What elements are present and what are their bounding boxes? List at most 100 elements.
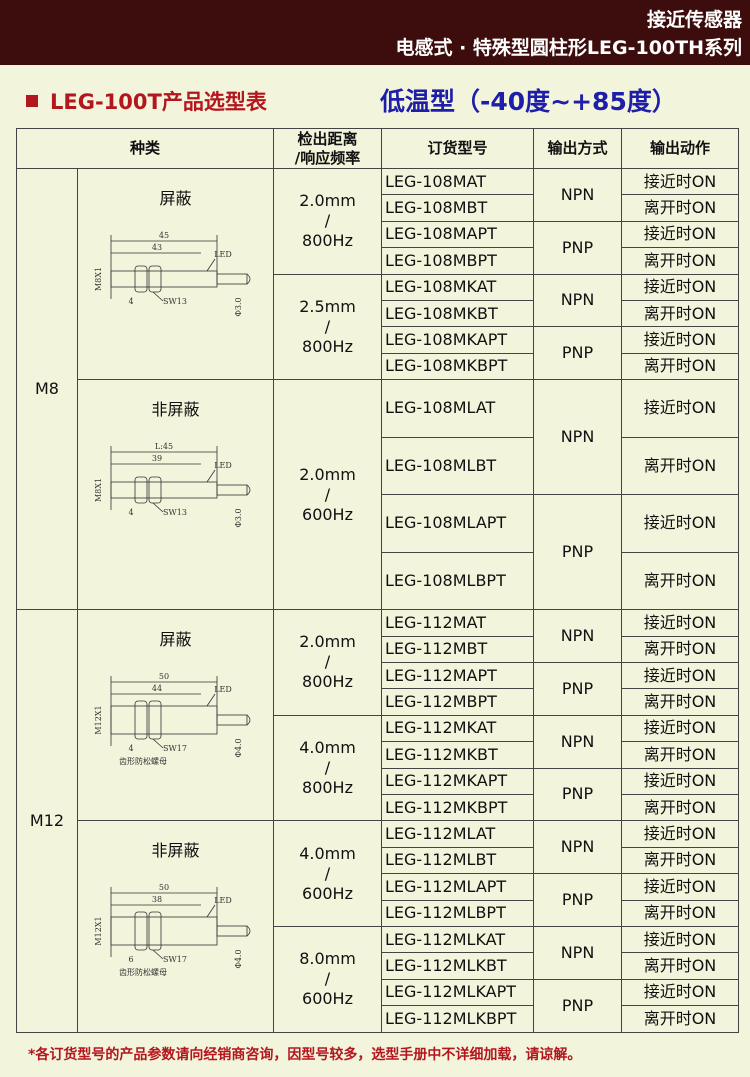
distance-text: 2.0mm xyxy=(299,632,356,652)
wrench-leader xyxy=(152,502,163,513)
model-cell: LEG-108MBT xyxy=(381,194,534,222)
distance-text: 4.0mm xyxy=(299,738,356,758)
dimension-total-text: 50 xyxy=(158,883,168,892)
output-cell: PNP xyxy=(533,873,622,927)
action-cell: 离开时ON xyxy=(621,741,739,769)
dimension-total-text: 50 xyxy=(158,672,168,681)
nut-shape xyxy=(148,700,161,740)
action-cell: 离开时ON xyxy=(621,952,739,980)
wrench-size-label: SW17 xyxy=(163,744,187,753)
action-cell: 接近时ON xyxy=(621,820,739,848)
distance-cell: 4.0mm/800Hz xyxy=(273,714,382,822)
sensor-body xyxy=(110,705,217,735)
output-cell: NPN xyxy=(533,168,622,222)
output-cell: NPN xyxy=(533,820,622,875)
led-label: LED xyxy=(214,250,232,259)
model-cell: LEG-108MBPT xyxy=(381,247,534,275)
action-cell: 接近时ON xyxy=(621,662,739,690)
model-cell: LEG-112MLKBPT xyxy=(381,1005,534,1033)
nut-shape xyxy=(134,911,147,951)
header-series: 电感式 · 特殊型圆柱形LEG-100TH系列 xyxy=(395,37,742,59)
action-cell: 离开时ON xyxy=(621,436,739,496)
model-cell: LEG-112MAPT xyxy=(381,662,534,690)
model-cell: LEG-112MBT xyxy=(381,635,534,663)
model-cell: LEG-108MKAPT xyxy=(381,326,534,354)
nut-shape xyxy=(134,700,147,740)
size-cell: M12 xyxy=(16,609,78,1033)
cable-diameter-label: Φ3.0 xyxy=(234,297,243,316)
output-cell: NPN xyxy=(533,714,622,769)
dimension-body-text: 44 xyxy=(151,684,161,693)
nut-note-label: 齿形防松螺母 xyxy=(119,967,167,977)
nut-note-label: 齿形防松螺母 xyxy=(119,756,167,766)
action-cell: 接近时ON xyxy=(621,168,739,196)
side-dimension-label: 4 xyxy=(128,297,133,306)
distance-text: 800Hz xyxy=(302,231,353,251)
output-cell: PNP xyxy=(533,662,622,716)
distance-cell: 2.0mm/800Hz xyxy=(273,168,382,275)
led-label: LED xyxy=(214,685,232,694)
distance-text: 600Hz xyxy=(302,504,353,524)
action-cell: 接近时ON xyxy=(621,220,739,249)
action-cell: 接近时ON xyxy=(621,714,739,743)
model-cell: LEG-108MLBT xyxy=(381,436,534,496)
distance-cell: 2.0mm/800Hz xyxy=(273,609,382,716)
cable-diameter-label: Φ3.0 xyxy=(234,509,243,528)
action-cell: 离开时ON xyxy=(621,794,739,822)
output-cell: PNP xyxy=(533,767,622,822)
distance-text: 4.0mm xyxy=(299,843,356,863)
model-cell: LEG-108MKAT xyxy=(381,273,534,301)
kind-label: 屏蔽 xyxy=(159,189,192,208)
distance-text: 8.0mm xyxy=(299,949,356,969)
cable-end xyxy=(246,484,250,496)
model-cell: LEG-112MKAPT xyxy=(381,767,534,795)
cable-end xyxy=(246,714,250,726)
kind-label: 屏蔽 xyxy=(159,630,192,650)
distance-text: / xyxy=(324,211,331,231)
nut-shape xyxy=(148,265,161,293)
kind-label: 非屏蔽 xyxy=(151,400,200,420)
model-cell: LEG-112MAT xyxy=(381,609,534,637)
dimension-total-text: 45 xyxy=(158,231,168,240)
cable xyxy=(216,925,247,937)
title-square-icon xyxy=(26,95,38,107)
thread-label: M12X1 xyxy=(94,706,103,735)
action-cell: 离开时ON xyxy=(621,899,739,927)
header-distance: 检出距离/响应频率 xyxy=(273,128,382,169)
nut-shape xyxy=(148,476,161,504)
distance-text: / xyxy=(324,758,331,778)
model-cell: LEG-112MLBPT xyxy=(381,899,534,927)
dimension-body-text: 43 xyxy=(151,243,161,252)
model-cell: LEG-108MAPT xyxy=(381,220,534,249)
side-dimension-label: 4 xyxy=(128,744,133,753)
action-cell: 离开时ON xyxy=(621,1005,739,1033)
dimension-body-text: 38 xyxy=(151,895,161,904)
led-leader xyxy=(206,258,215,272)
distance-cell: 2.5mm/800Hz xyxy=(273,273,382,381)
wrench-size-label: SW17 xyxy=(163,955,187,964)
thread-label: M12X1 xyxy=(94,917,103,946)
distance-text: / xyxy=(324,652,331,672)
model-cell: LEG-108MAT xyxy=(381,168,534,196)
led-label: LED xyxy=(214,461,232,470)
distance-text: 2.5mm xyxy=(299,296,356,316)
wrench-size-label: SW13 xyxy=(163,297,187,306)
side-dimension-label: 6 xyxy=(128,955,133,964)
model-cell: LEG-108MLBPT xyxy=(381,551,534,611)
wrench-leader xyxy=(152,738,163,749)
distance-text: / xyxy=(324,969,331,989)
distance-text: / xyxy=(324,316,331,336)
cable xyxy=(216,273,247,285)
wrench-leader xyxy=(152,950,163,960)
action-cell: 离开时ON xyxy=(621,194,739,222)
model-cell: LEG-108MLAPT xyxy=(381,494,534,553)
header-distance-line: 检出距离 xyxy=(297,129,358,148)
output-cell: PNP xyxy=(533,978,622,1033)
action-cell: 离开时ON xyxy=(621,300,739,328)
action-cell: 离开时ON xyxy=(621,635,739,663)
kind-label: 非屏蔽 xyxy=(151,841,200,861)
